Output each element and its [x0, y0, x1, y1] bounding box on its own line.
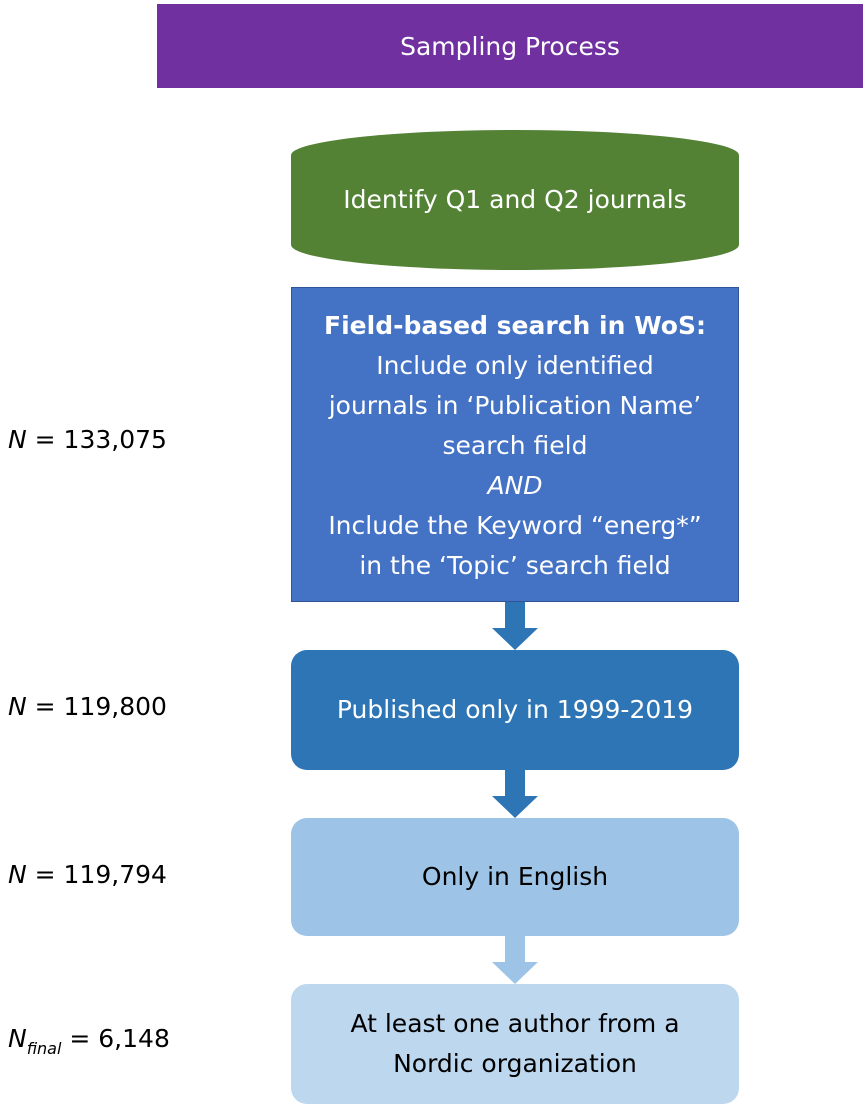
step-field-based-search-line: Include the Keyword “energ*” — [328, 510, 702, 540]
diagram-title: Sampling Process — [157, 4, 863, 88]
arrow-step4-to-step5 — [492, 936, 538, 984]
diagram-title-text: Sampling Process — [400, 31, 620, 61]
step-field-based-search: Field-based search in WoS: Include only … — [291, 287, 739, 602]
step-identify-journals-text: Identify Q1 and Q2 journals — [343, 185, 687, 214]
step-nordic-author-line: Nordic organization — [393, 1049, 637, 1078]
count-value: = 119,794 — [26, 860, 167, 889]
arrow-step3-to-step4 — [492, 770, 538, 818]
count-value: = 133,075 — [26, 425, 167, 454]
step-field-based-search-connector: AND — [487, 470, 543, 500]
step-identify-journals: Identify Q1 and Q2 journals — [291, 130, 739, 270]
count-after-english: N = 119,794 — [8, 860, 167, 889]
count-value: = 119,800 — [26, 692, 167, 721]
step-field-based-search-line: Include only identified — [376, 350, 654, 380]
step-english-only: Only in English — [291, 818, 739, 936]
count-symbol: N — [8, 692, 27, 721]
count-symbol: N — [8, 860, 27, 889]
count-symbol: N — [8, 1024, 27, 1053]
count-symbol: N — [8, 425, 27, 454]
count-final: Nfinal = 6,148 — [8, 1024, 170, 1058]
step-field-based-search-line: in the ‘Topic’ search field — [359, 550, 671, 580]
count-subscript: final — [26, 1039, 62, 1058]
count-value: = 6,148 — [61, 1024, 170, 1053]
step-nordic-author: At least one author from a Nordic organi… — [291, 984, 739, 1104]
step-nordic-author-line: At least one author from a — [350, 1009, 680, 1038]
step-field-based-search-line: search field — [442, 430, 588, 460]
arrow-step2-to-step3 — [492, 602, 538, 650]
step-field-based-search-heading: Field-based search in WoS: — [324, 310, 706, 340]
count-after-search: N = 133,075 — [8, 425, 167, 454]
step-english-only-text: Only in English — [421, 862, 609, 891]
count-after-years: N = 119,800 — [8, 692, 167, 721]
step-field-based-search-line: journals in ‘Publication Name’ — [328, 390, 702, 420]
step-published-years-text: Published only in 1999-2019 — [336, 695, 694, 724]
step-published-years: Published only in 1999-2019 — [291, 650, 739, 770]
